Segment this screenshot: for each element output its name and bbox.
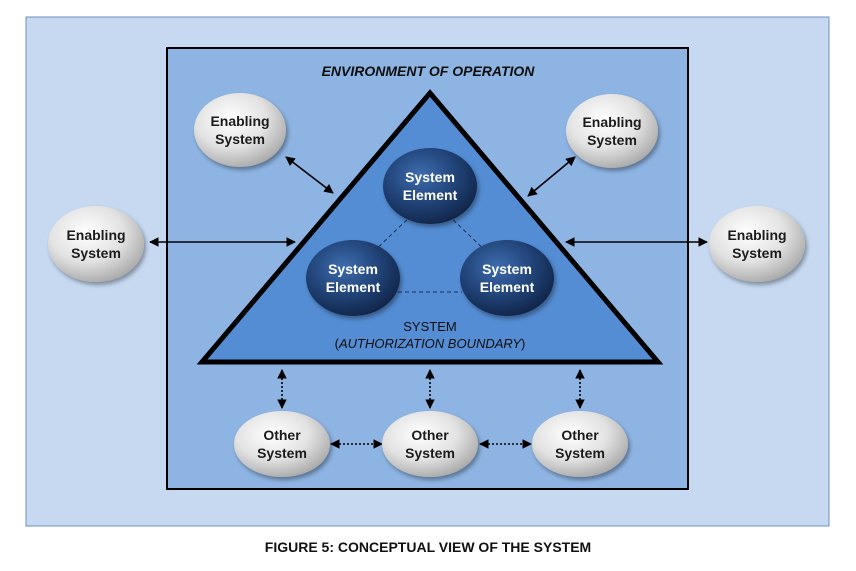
other-system-center	[382, 411, 478, 477]
system-element-right-line1: System	[482, 261, 532, 277]
enabling-system-top-right-line1: Enabling	[582, 114, 641, 130]
enabling-system-left	[48, 206, 144, 282]
enabling-system-top-left-line1: Enabling	[210, 113, 269, 129]
system-element-right	[460, 240, 554, 316]
other-system-left-line1: Other	[263, 427, 301, 443]
enabling-system-top-right	[566, 94, 658, 168]
system-element-top-line1: System	[405, 169, 455, 185]
environment-title: ENVIRONMENT OF OPERATION	[322, 63, 536, 79]
other-system-right-line1: Other	[561, 427, 599, 443]
enabling-system-right-line1: Enabling	[727, 227, 786, 243]
system-element-left-line1: System	[328, 261, 378, 277]
other-system-right	[532, 411, 628, 477]
enabling-system-left-line2: System	[71, 245, 121, 261]
system-element-left-line2: Element	[326, 279, 381, 295]
enabling-system-top-left-line2: System	[215, 131, 265, 147]
enabling-system-top-left	[194, 93, 286, 167]
enabling-system-right	[709, 206, 805, 282]
enabling-arrows	[149, 156, 708, 247]
other-arrows	[277, 369, 585, 449]
element-links	[369, 214, 491, 293]
system-element-left	[306, 240, 400, 316]
other-system-left	[234, 411, 330, 477]
system-element-right-line2: Element	[480, 279, 535, 295]
system-element-top	[383, 148, 477, 224]
enabling-system-top-right-line2: System	[587, 132, 637, 148]
other-system-left-line2: System	[257, 445, 307, 461]
system-label: SYSTEM	[403, 319, 456, 334]
other-system-center-line1: Other	[411, 427, 449, 443]
enabling-system-left-line1: Enabling	[66, 227, 125, 243]
authorization-boundary-label: (AUTHORIZATION BOUNDARY)	[335, 336, 526, 351]
system-element-top-line2: Element	[403, 187, 458, 203]
other-system-center-line2: System	[405, 445, 455, 461]
figure-caption: FIGURE 5: CONCEPTUAL VIEW OF THE SYSTEM	[264, 539, 592, 555]
enabling-system-right-line2: System	[732, 245, 782, 261]
other-system-right-line2: System	[555, 445, 605, 461]
